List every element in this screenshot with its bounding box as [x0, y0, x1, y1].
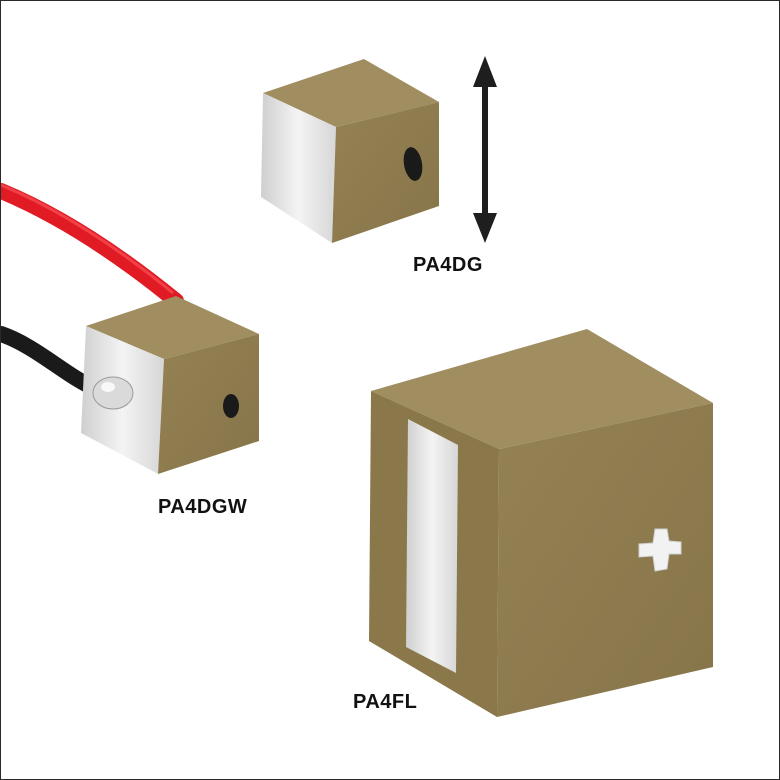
pa4dgw-front-face	[158, 334, 259, 474]
pa4dg-label: PA4DG	[413, 254, 483, 276]
red-wire	[1, 183, 184, 309]
pa4fl-electrode	[406, 419, 458, 673]
pa4fl-top-face	[371, 329, 713, 449]
pa4fl-actuator	[369, 329, 713, 717]
pa4fl-front-face	[497, 403, 713, 717]
pa4dg-front-face	[332, 102, 439, 243]
pa4dg-mounting-hole	[403, 147, 423, 181]
pa4dgw-mounting-hole	[223, 394, 239, 418]
pa4fl-label: PA4FL	[353, 691, 418, 713]
solder-joint	[92, 376, 134, 410]
pa4dg-top-face	[263, 59, 439, 127]
black-wire	[1, 326, 104, 397]
pa4fl-cross-mark-icon	[638, 528, 682, 572]
double-headed-vertical-arrow-icon	[473, 56, 497, 243]
pa4dgw-top-face	[86, 296, 259, 359]
pa4dgw-actuator	[1, 183, 259, 474]
pa4dg-actuator	[261, 59, 439, 243]
pa4dgw-label: PA4DGW	[158, 496, 248, 518]
pa4dg-electrode	[261, 93, 336, 243]
